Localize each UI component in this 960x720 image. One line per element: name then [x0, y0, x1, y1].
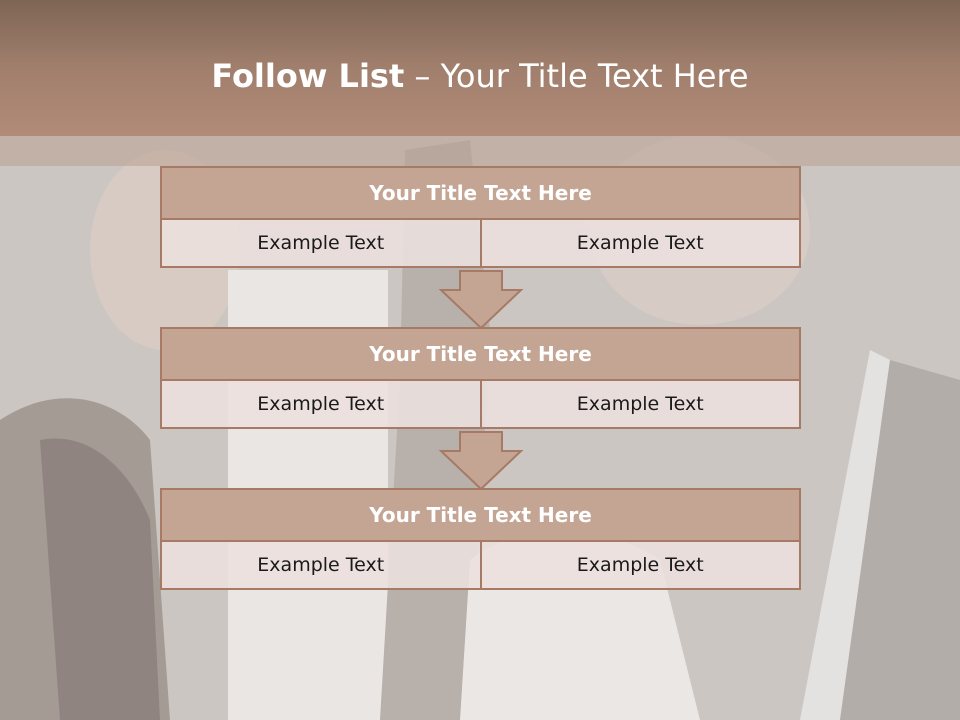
step-box-1: Your Title Text Here Example Text Exampl… — [160, 166, 801, 268]
down-arrow-icon — [438, 431, 524, 491]
step-cell-left: Example Text — [160, 381, 482, 429]
step-title: Your Title Text Here — [160, 488, 801, 542]
slide-title-rest: – Your Title Text Here — [414, 57, 749, 95]
step-box-3: Your Title Text Here Example Text Exampl… — [160, 488, 801, 590]
step-row: Example Text Example Text — [160, 381, 801, 429]
slide-title: Follow List – Your Title Text Here — [0, 54, 960, 98]
step-row: Example Text Example Text — [160, 220, 801, 268]
title-banner-shadow — [0, 136, 960, 166]
step-cell-right: Example Text — [481, 542, 801, 590]
step-title: Your Title Text Here — [160, 166, 801, 220]
step-cell-right: Example Text — [481, 220, 801, 268]
step-cell-left: Example Text — [160, 220, 482, 268]
step-cell-left: Example Text — [160, 542, 482, 590]
step-box-2: Your Title Text Here Example Text Exampl… — [160, 327, 801, 429]
step-row: Example Text Example Text — [160, 542, 801, 590]
step-title: Your Title Text Here — [160, 327, 801, 381]
slide-title-bold: Follow List — [211, 57, 405, 95]
step-cell-right: Example Text — [481, 381, 801, 429]
down-arrow-icon — [438, 270, 524, 330]
title-banner — [0, 0, 960, 136]
